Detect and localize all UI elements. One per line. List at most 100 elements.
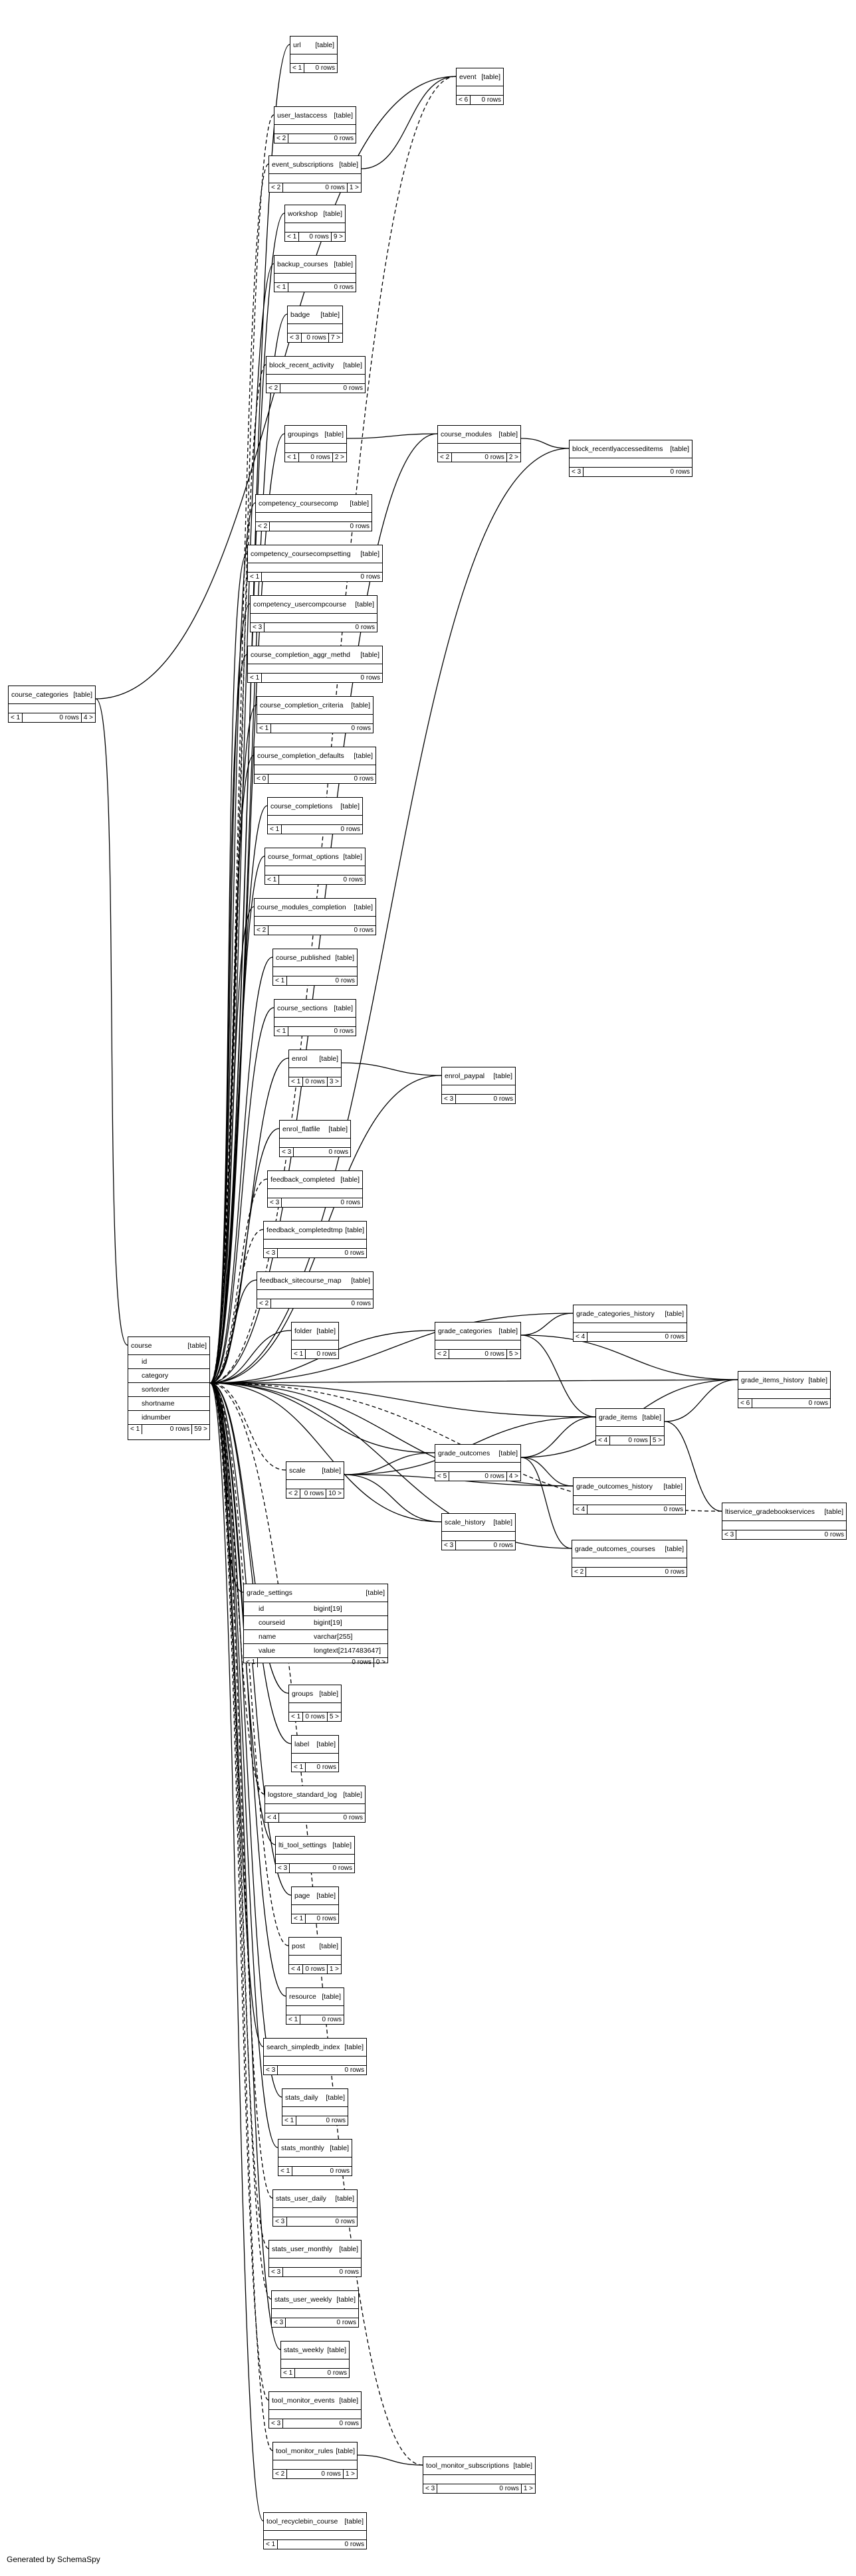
table-body (255, 765, 375, 775)
relationship-edge (209, 1382, 289, 1694)
table-type-tag: [table] (316, 1892, 336, 1900)
table-body (282, 2107, 348, 2116)
parent-count: < 3 (288, 333, 302, 343)
table-name: course (131, 1342, 152, 1350)
relationship-edge (344, 1452, 435, 1475)
row-count: 0 rows (334, 1028, 354, 1035)
relationship-edge (520, 1334, 596, 1418)
table-body (251, 614, 377, 623)
parent-count: < 1 (289, 1712, 304, 1722)
row-count: 0 rows (449, 1350, 507, 1359)
relationship-edge (209, 654, 248, 1384)
table-type-tag: [table] (187, 1342, 207, 1350)
table-header: tool_recyclebin_course[table] (264, 2513, 366, 2531)
parent-count: < 1 (281, 2369, 296, 2378)
row-count: 0 rows (327, 2369, 347, 2377)
table-header: post[table] (289, 1938, 341, 1956)
table-name: tool_monitor_rules (276, 2447, 334, 2455)
row-count: 0 rows (351, 725, 371, 732)
table-type-tag: [table] (326, 2094, 345, 2102)
relationship-edge (209, 1382, 596, 1418)
table-body (256, 513, 372, 522)
table-type-tag: [table] (343, 1791, 362, 1799)
parent-count: < 1 (9, 713, 23, 723)
parent-count: < 3 (251, 623, 265, 632)
table-type-tag: [table] (808, 1376, 827, 1384)
table-name: grade_categories_history (576, 1310, 655, 1318)
table-name: course_categories (11, 691, 68, 699)
table-body (255, 917, 375, 926)
parent-count: < 2 (274, 134, 289, 143)
relationship-edge (209, 1313, 574, 1384)
table-body (281, 2359, 349, 2369)
row-count: 0 rows (302, 333, 329, 343)
table-name: competency_coursecomp (259, 500, 338, 507)
table-name: resource (289, 1993, 316, 2001)
table-header: enrol_paypal[table] (442, 1067, 515, 1085)
